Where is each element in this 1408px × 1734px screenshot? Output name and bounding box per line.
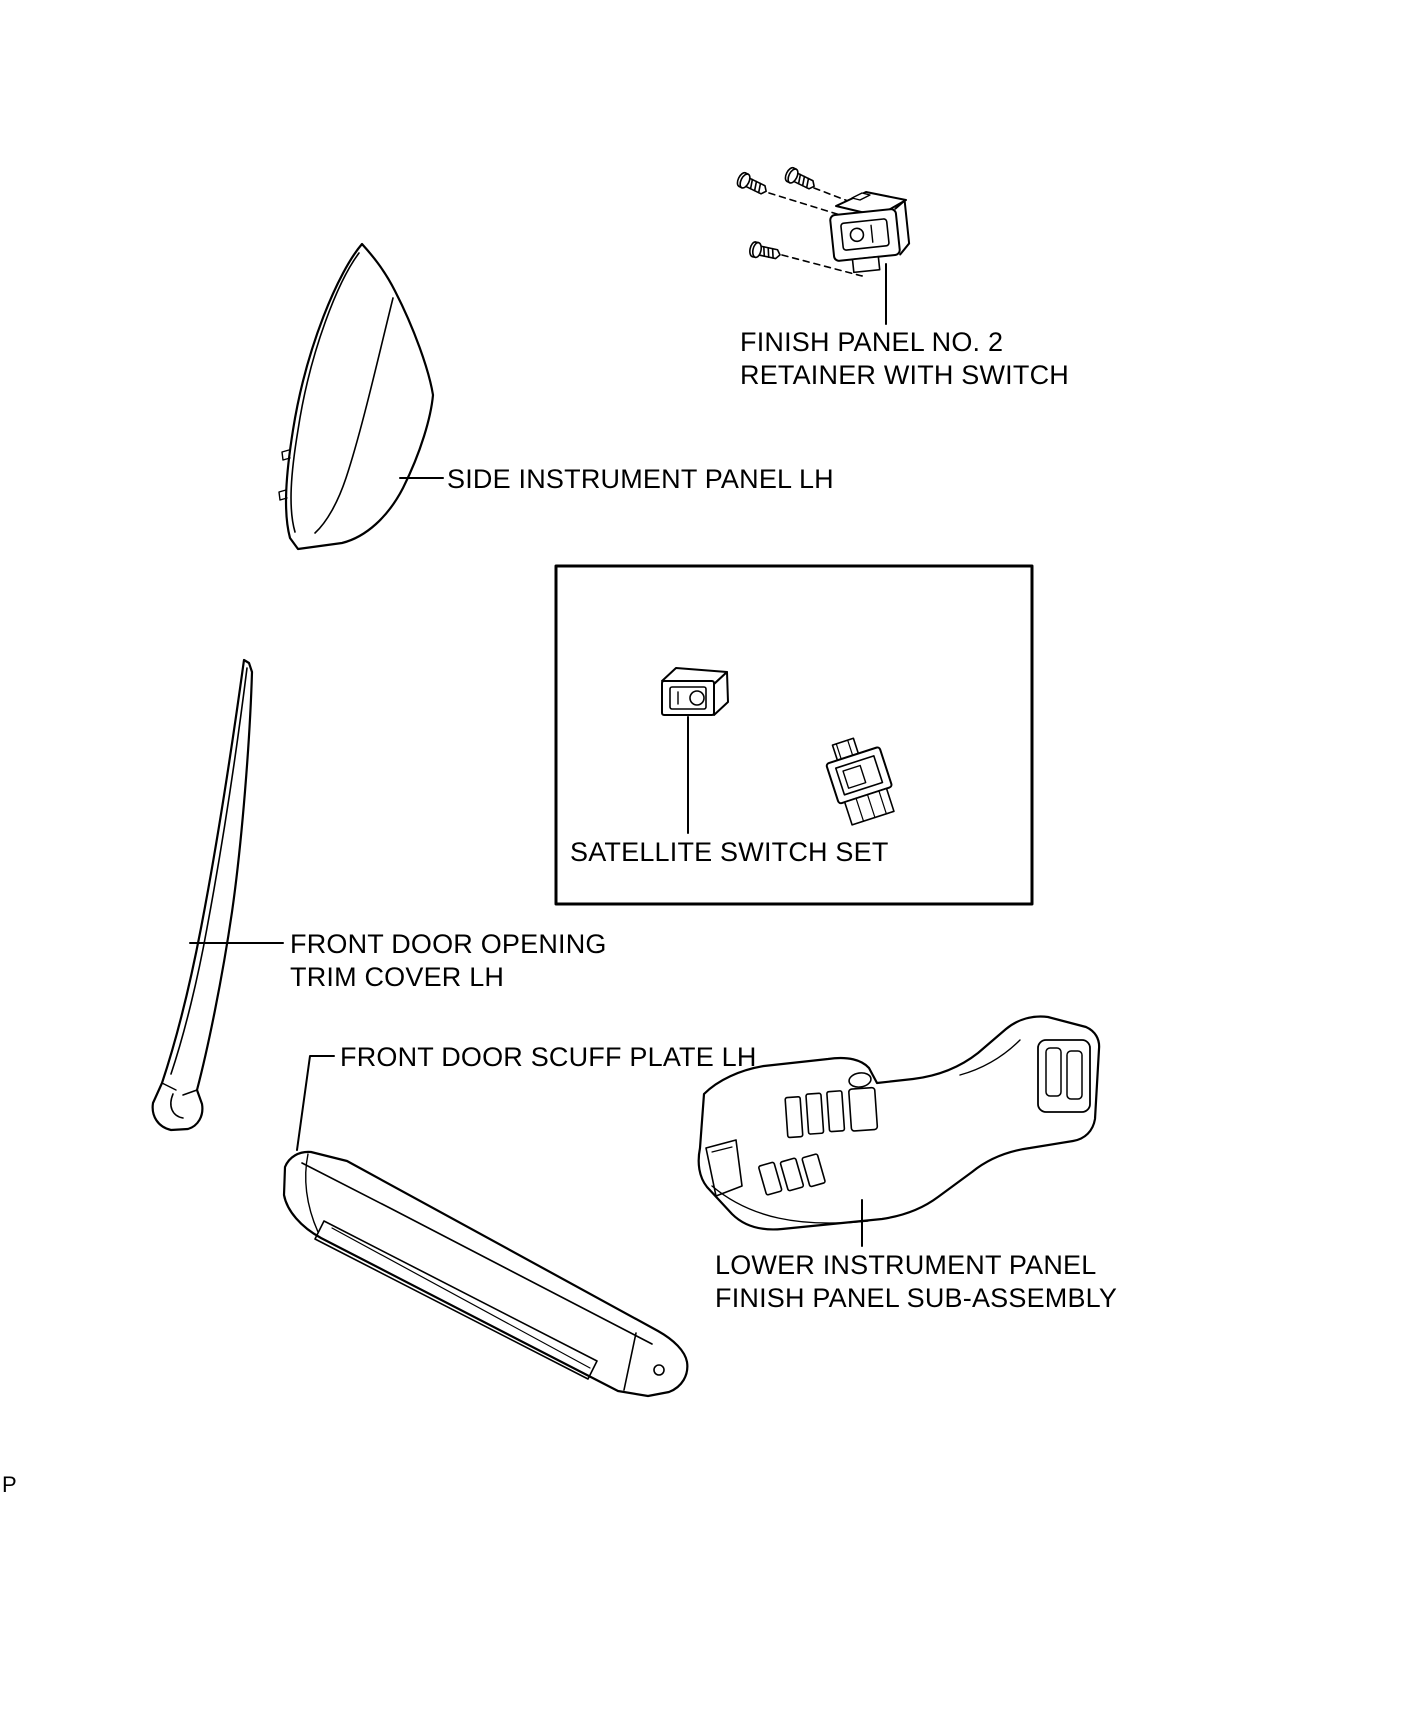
assembly-dashed-line xyxy=(768,192,851,219)
label-lower-instrument-panel: LOWER INSTRUMENT PANEL FINISH PANEL SUB-… xyxy=(715,1249,1117,1315)
side-instrument-panel-illustration xyxy=(278,242,444,551)
label-front-door-scuff-plate: FRONT DOOR SCUFF PLATE LH xyxy=(340,1041,757,1074)
label-line: FINISH PANEL NO. 2 xyxy=(740,327,1004,357)
assembly-dashed-line xyxy=(813,187,862,207)
label-satellite-switch-set: SATELLITE SWITCH SET xyxy=(570,836,889,869)
front-door-opening-trim-illustration xyxy=(151,658,284,1132)
label-front-door-opening-trim: FRONT DOOR OPENING TRIM COVER LH xyxy=(290,928,607,994)
front-door-scuff-plate-illustration xyxy=(282,1055,689,1398)
label-side-instrument-panel: SIDE INSTRUMENT PANEL LH xyxy=(447,463,834,496)
label-line: FRONT DOOR OPENING xyxy=(290,929,607,959)
label-line: RETAINER WITH SWITCH xyxy=(740,360,1069,390)
satellite-box-frame xyxy=(554,564,1034,906)
satellite-switch-set-illustration xyxy=(554,564,1034,906)
label-line: FINISH PANEL SUB-ASSEMBLY xyxy=(715,1283,1118,1313)
leader-line xyxy=(296,1055,335,1151)
finish-panel-retainer-illustration xyxy=(734,165,911,325)
label-line: SATELLITE SWITCH SET xyxy=(570,837,889,867)
lower-instrument-panel-illustration xyxy=(697,1015,1101,1247)
label-line: SIDE INSTRUMENT PANEL LH xyxy=(447,464,834,494)
label-finish-panel-retainer: FINISH PANEL NO. 2 RETAINER WITH SWITCH xyxy=(740,326,1069,392)
corner-letter: P xyxy=(2,1472,17,1497)
label-line: FRONT DOOR SCUFF PLATE LH xyxy=(340,1042,757,1072)
label-line: TRIM COVER LH xyxy=(290,962,505,992)
label-line: LOWER INSTRUMENT PANEL xyxy=(715,1250,1097,1280)
